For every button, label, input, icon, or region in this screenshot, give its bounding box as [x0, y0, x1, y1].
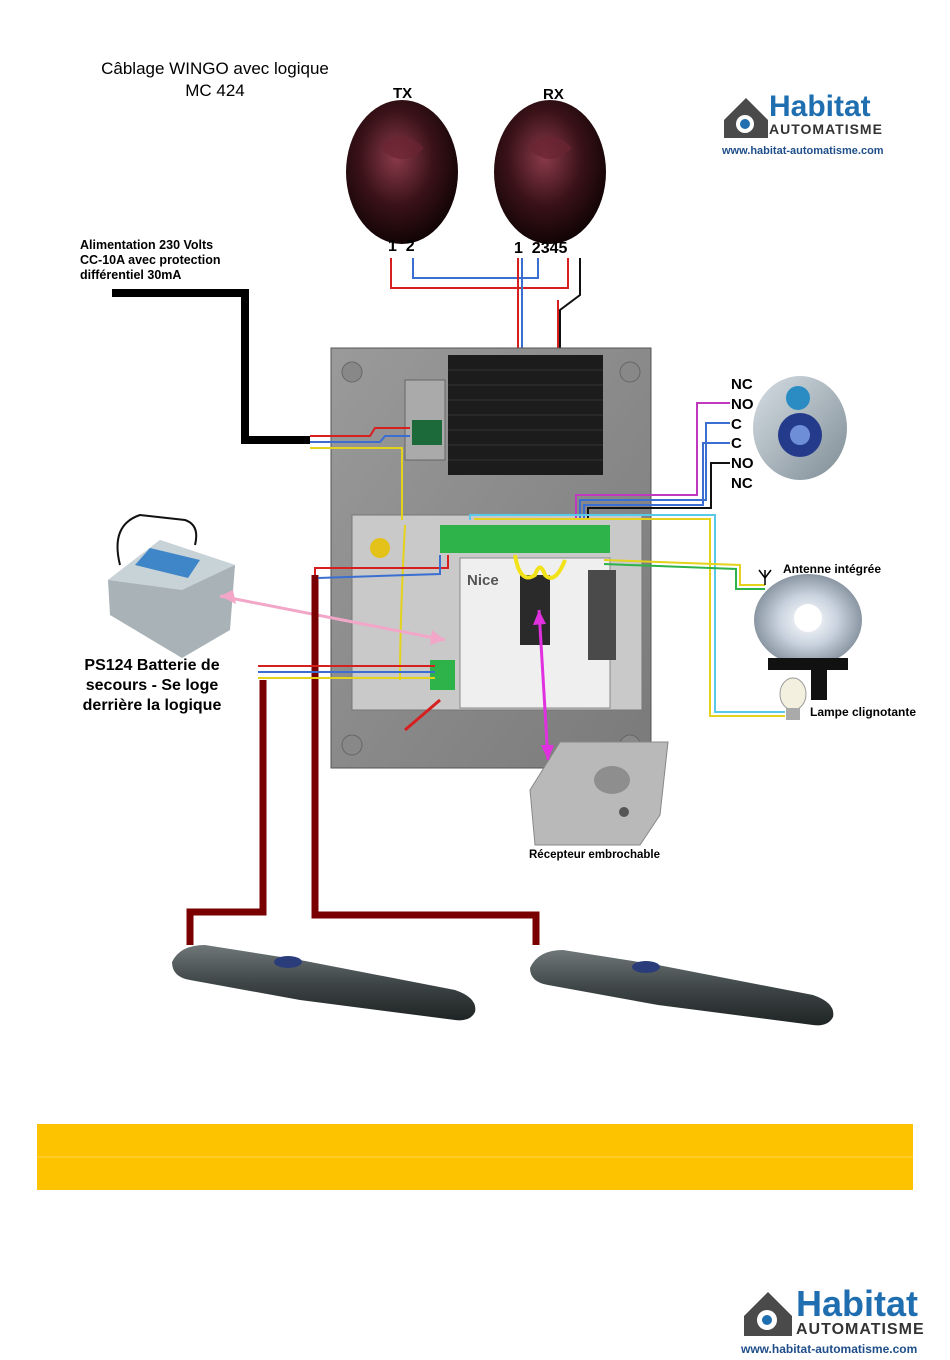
keyswitch-terminal: NC: [731, 376, 753, 393]
power-cable: [112, 289, 310, 444]
logo-sub: AUTOMATISME: [796, 1321, 925, 1338]
keyswitch-terminal: NO: [731, 395, 754, 413]
control-box: [310, 347, 652, 769]
power-label-line2: CC-10A avec protection: [80, 253, 221, 267]
keyswitch-terminal: NC: [731, 474, 753, 492]
motor-left: [172, 945, 476, 1021]
receiver-arrow: [537, 609, 550, 761]
board-brand: Nice: [467, 572, 499, 589]
keyswitch-terminal: C: [731, 435, 742, 453]
tx-photocell: [346, 100, 458, 244]
keyswitch-wires: [575, 402, 730, 520]
motor-cables: [186, 575, 540, 945]
rx-photocell: [494, 100, 606, 244]
diagram-title-line2: MC 424: [185, 81, 245, 100]
lamp-label: Lampe clignotante: [810, 705, 917, 719]
logo-url: www.habitat-automatisme.com: [741, 1342, 918, 1356]
lamp-wires: [469, 514, 785, 717]
flashing-light: [754, 569, 862, 700]
rx-pin-numbers: 1 2345: [514, 240, 568, 257]
battery-label-line1: PS124 Batterie de: [84, 657, 220, 674]
logo-name: Habitat: [769, 90, 871, 123]
receiver-label: Récepteur embrochable: [529, 849, 661, 861]
key-switch: [753, 376, 847, 480]
logo-name: Habitat: [796, 1283, 919, 1324]
logo-icon-top: [724, 98, 768, 138]
plug-in-receiver: [529, 741, 669, 846]
lamp-bulb: [779, 677, 807, 720]
power-label-line3: différentiel 30mA: [80, 268, 182, 282]
power-label-line1: Alimentation 230 Volts: [80, 238, 214, 252]
tx-label: TX: [393, 85, 413, 102]
logo-sub: AUTOMATISME: [769, 121, 883, 137]
keyswitch-terminal: C: [731, 415, 742, 433]
battery-ps124: [108, 513, 235, 658]
logo-url: www.habitat-automatisme.com: [722, 145, 884, 157]
logo-icon-bottom: [744, 1292, 792, 1336]
battery-arrow: [219, 594, 446, 642]
battery-label-line3: derrière la logique: [82, 697, 222, 714]
keyswitch-terminal: NO: [731, 455, 754, 473]
tx-pin-numbers: 1 2: [388, 238, 415, 255]
rx-label: RX: [543, 86, 564, 103]
antenna-label: Antenne intégrée: [783, 562, 882, 576]
battery-label-line2: secours - Se loge: [85, 677, 219, 694]
board-to-motor-wires: [258, 555, 449, 679]
diagram-title-line1: Câblage WINGO avec logique: [101, 59, 329, 78]
motor-right: [530, 950, 834, 1026]
